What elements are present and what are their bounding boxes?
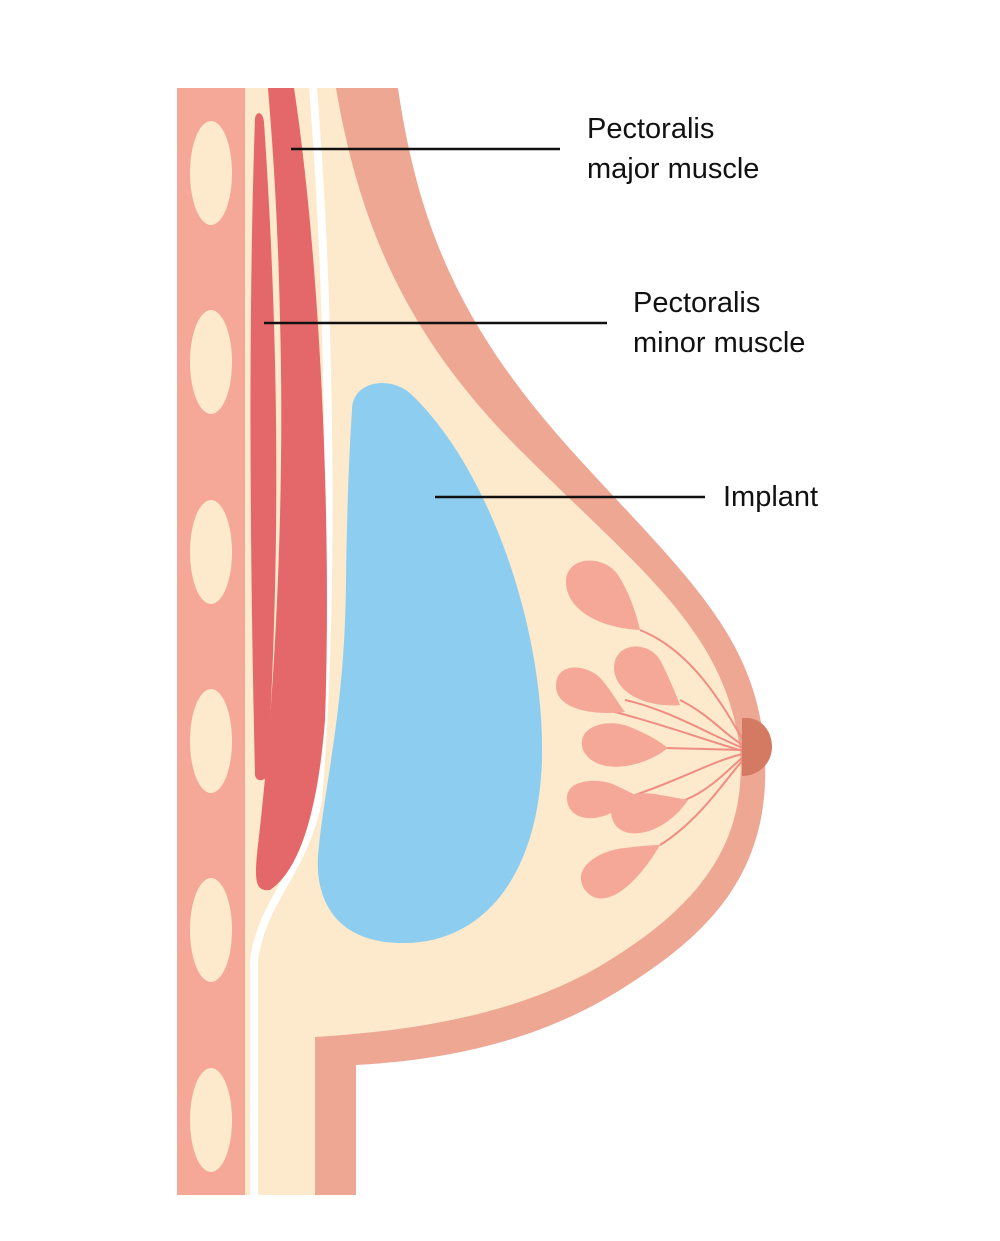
duct	[684, 756, 744, 801]
pectoralis-major-label-line1: Pectoralis	[587, 113, 715, 145]
pectoralis-major-muscle	[255, 88, 327, 891]
gland-lobule	[581, 723, 668, 767]
gland-lobule	[580, 845, 660, 899]
duct	[614, 711, 744, 752]
rib	[190, 878, 232, 982]
chest-wall	[177, 88, 245, 1195]
duct	[659, 759, 744, 846]
duct	[679, 699, 744, 746]
pectoralis-minor-muscle	[250, 113, 277, 781]
pectoralis-major-label: Pectoralis major muscle	[587, 109, 759, 189]
pectoralis-minor-label-line2: minor muscle	[633, 327, 806, 359]
duct	[624, 699, 744, 749]
duct	[634, 753, 744, 796]
pectoralis-minor-label-line1: Pectoralis	[633, 287, 761, 319]
gland-lobule	[555, 667, 625, 713]
duct	[639, 629, 744, 741]
ribs	[190, 121, 232, 1172]
pectoralis-major-label-line2: major muscle	[587, 153, 760, 185]
gland-lobule	[565, 560, 640, 630]
rib	[190, 689, 232, 793]
nipple	[742, 717, 772, 776]
leader-lines	[264, 147, 705, 499]
rib	[190, 1068, 232, 1172]
gland-lobule	[611, 793, 688, 834]
implant-label: Implant	[723, 481, 819, 513]
gland-lobule	[614, 646, 680, 706]
rib	[190, 500, 232, 604]
pectoralis-minor-label: Pectoralis minor muscle	[633, 283, 805, 363]
mammary-glands	[555, 560, 688, 899]
duct	[664, 747, 744, 751]
rib	[190, 310, 232, 414]
milk-ducts	[614, 629, 744, 846]
implant-shape	[317, 383, 543, 944]
rib	[190, 121, 232, 225]
